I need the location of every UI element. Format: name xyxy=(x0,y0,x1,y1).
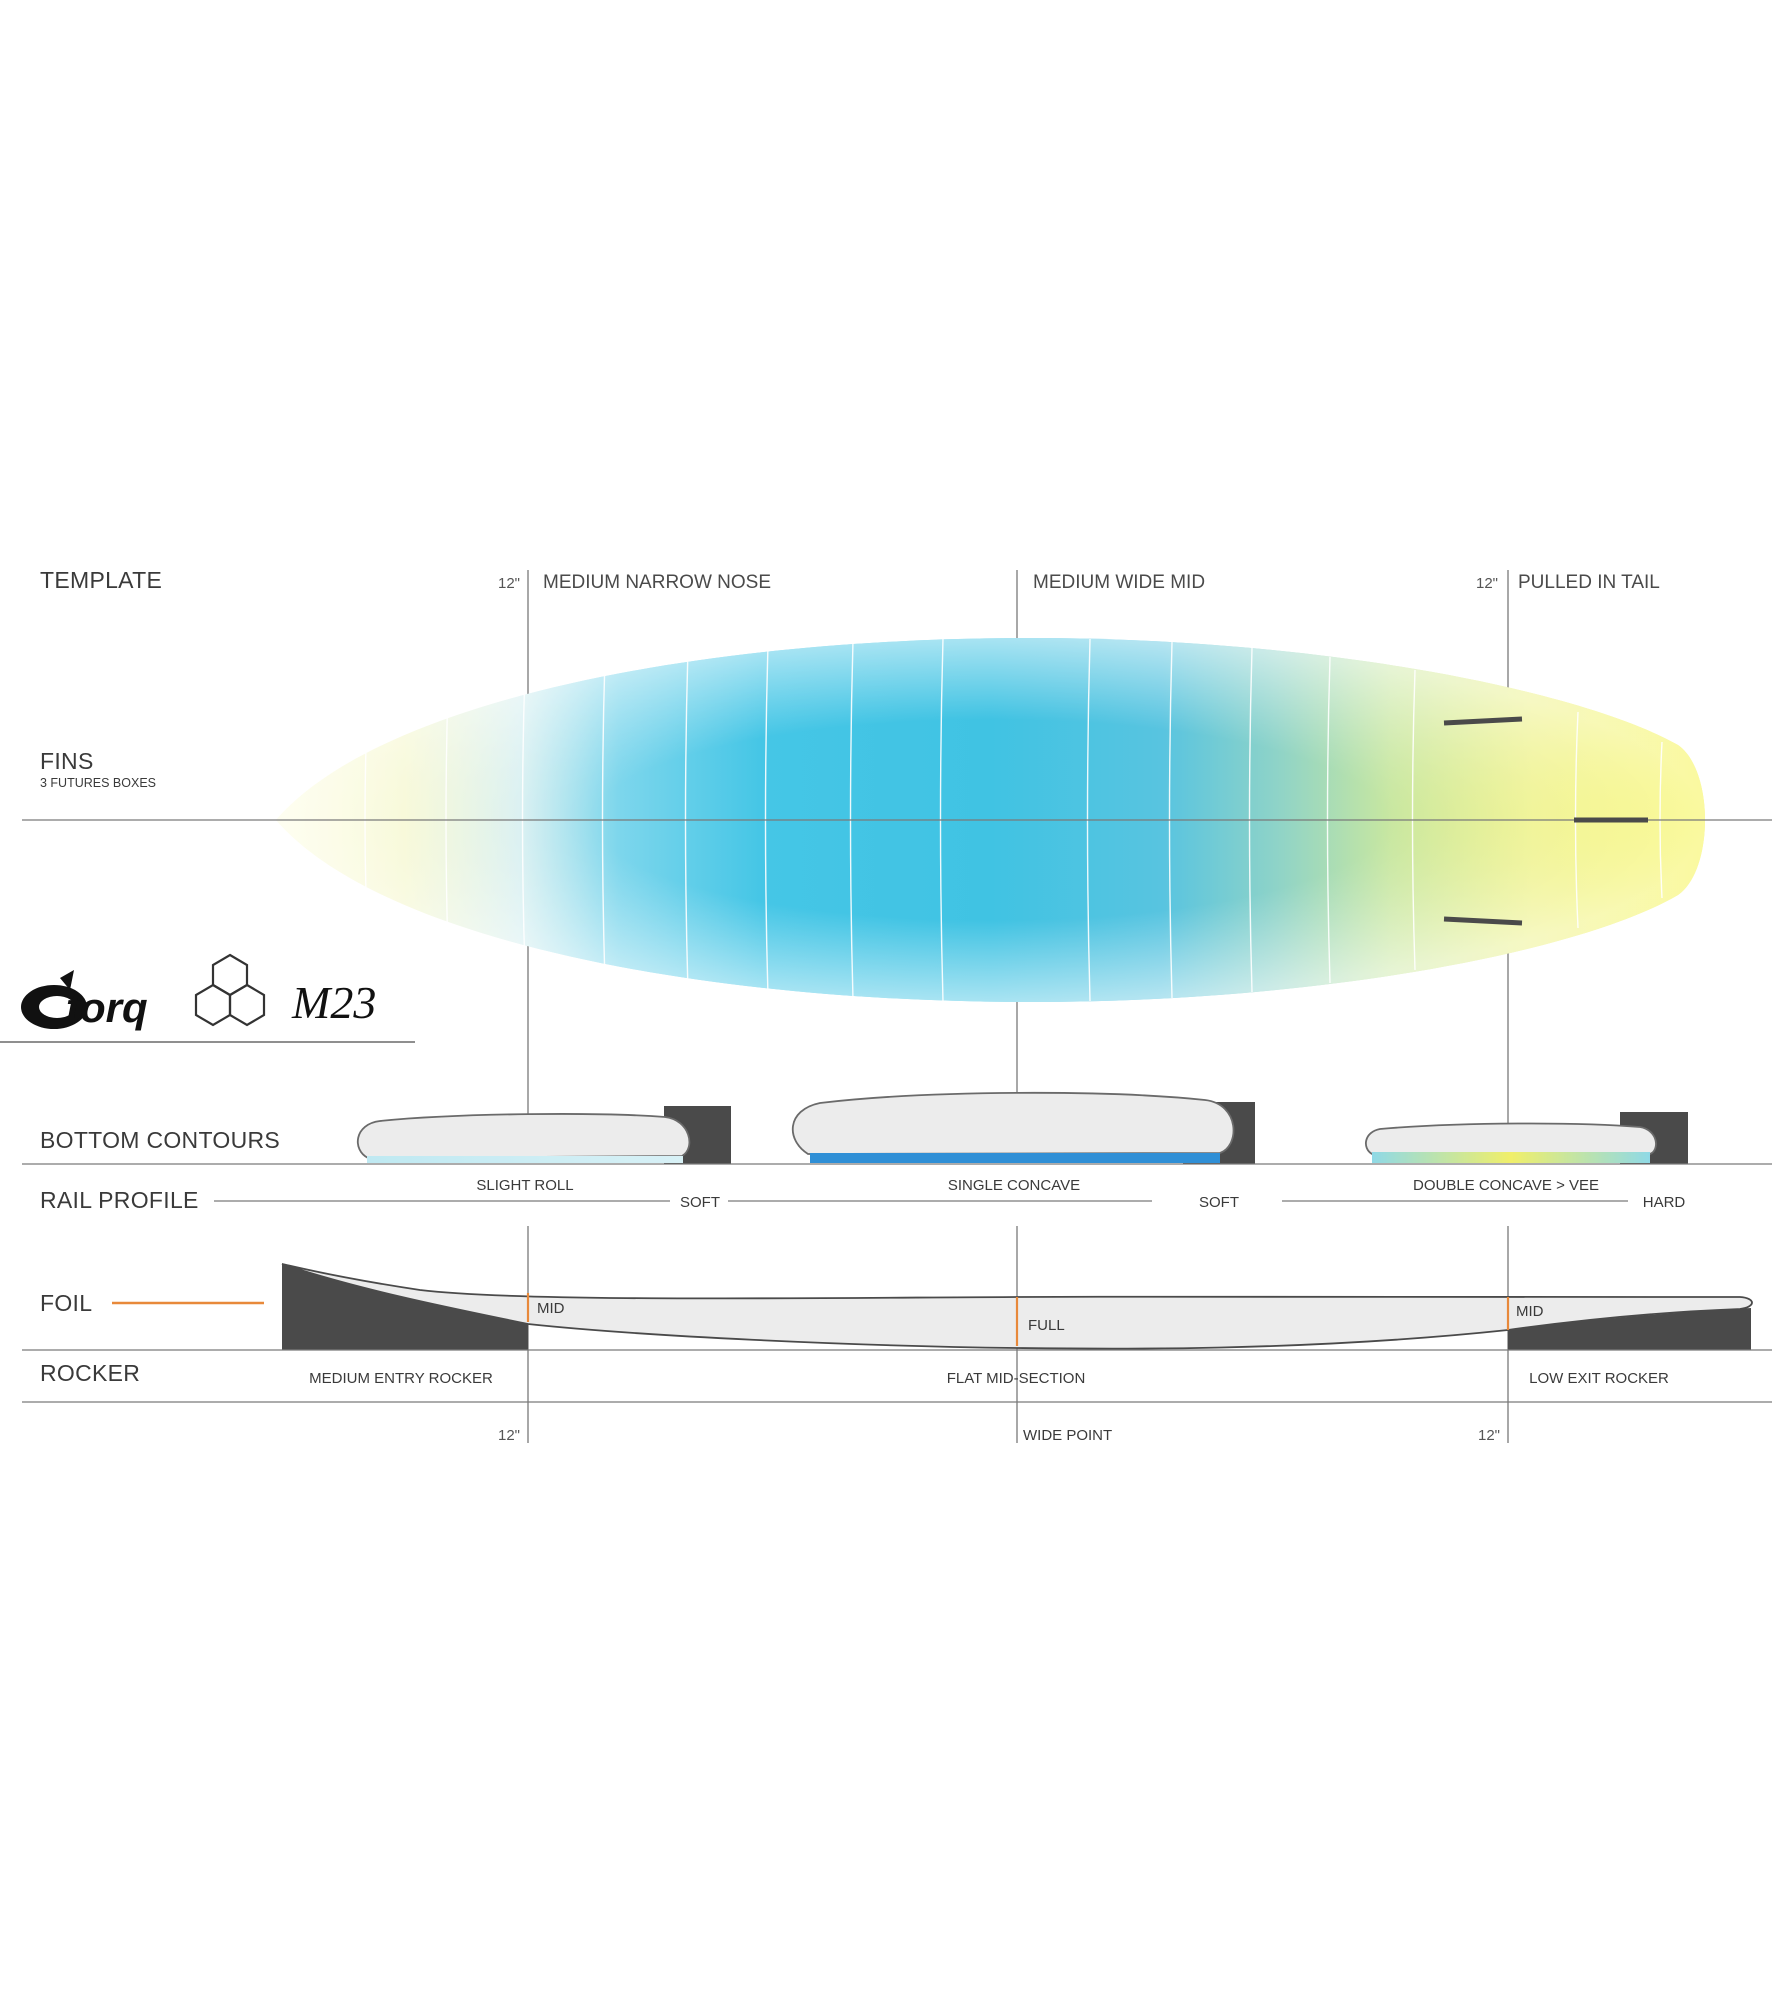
rocker-title: ROCKER xyxy=(40,1360,140,1386)
torq-logo: torq xyxy=(21,970,148,1031)
rocker-nose-label: MEDIUM ENTRY ROCKER xyxy=(309,1370,493,1387)
foil-title: FOIL xyxy=(40,1290,92,1316)
bottom-tail-tick: 12" xyxy=(1478,1427,1500,1444)
rail-profile-nose: SOFT xyxy=(680,1194,720,1211)
foil-tail-label: MID xyxy=(1516,1303,1544,1320)
entry-rocker-block xyxy=(282,1264,528,1350)
fins-title: FINS xyxy=(40,748,94,774)
fins-subtitle: 3 FUTURES BOXES xyxy=(40,776,156,790)
rail-profile-mid: SOFT xyxy=(1199,1194,1239,1211)
fin-left xyxy=(1443,716,1523,726)
template-nose-tick: 12" xyxy=(498,575,520,592)
template-nose-label: MEDIUM NARROW NOSE xyxy=(543,572,771,593)
template-tail-tick: 12" xyxy=(1476,575,1498,592)
rail-profile-title: RAIL PROFILE xyxy=(40,1187,199,1213)
tail-cross-section xyxy=(1365,1112,1688,1164)
slight-roll-bottom xyxy=(367,1156,683,1163)
rail-profile-tail: HARD xyxy=(1643,1194,1686,1211)
single-concave-bottom xyxy=(810,1153,1220,1163)
bottom-contours-title: BOTTOM CONTOURS xyxy=(40,1127,280,1153)
bottom-contour-tail: DOUBLE CONCAVE > VEE xyxy=(1413,1177,1599,1194)
wide-point-label: WIDE POINT xyxy=(1023,1427,1112,1444)
foil-mid-label: FULL xyxy=(1028,1317,1065,1334)
template-mid-label: MEDIUM WIDE MID xyxy=(1033,572,1205,593)
model-logo: M23 xyxy=(291,977,376,1028)
foil-nose-label: MID xyxy=(537,1300,565,1317)
nose-cross-section xyxy=(356,1106,731,1164)
torq-logo-text: torq xyxy=(66,984,148,1031)
bottom-contour-nose: SLIGHT ROLL xyxy=(476,1177,573,1194)
bottom-nose-tick: 12" xyxy=(498,1427,520,1444)
template-title: TEMPLATE xyxy=(40,567,162,593)
hexagon-logo xyxy=(194,953,266,1027)
rocker-mid-label: FLAT MID-SECTION xyxy=(947,1370,1086,1387)
bottom-contour-mid: SINGLE CONCAVE xyxy=(948,1177,1080,1194)
mid-cross-section xyxy=(792,1091,1255,1164)
double-concave-bottom xyxy=(1372,1152,1650,1163)
rocker-tail-label: LOW EXIT ROCKER xyxy=(1529,1370,1669,1387)
exit-rocker-block xyxy=(1508,1308,1751,1350)
fin-right xyxy=(1443,916,1523,926)
template-tail-label: PULLED IN TAIL xyxy=(1518,572,1660,593)
logo-row: torq M23 xyxy=(21,953,376,1031)
